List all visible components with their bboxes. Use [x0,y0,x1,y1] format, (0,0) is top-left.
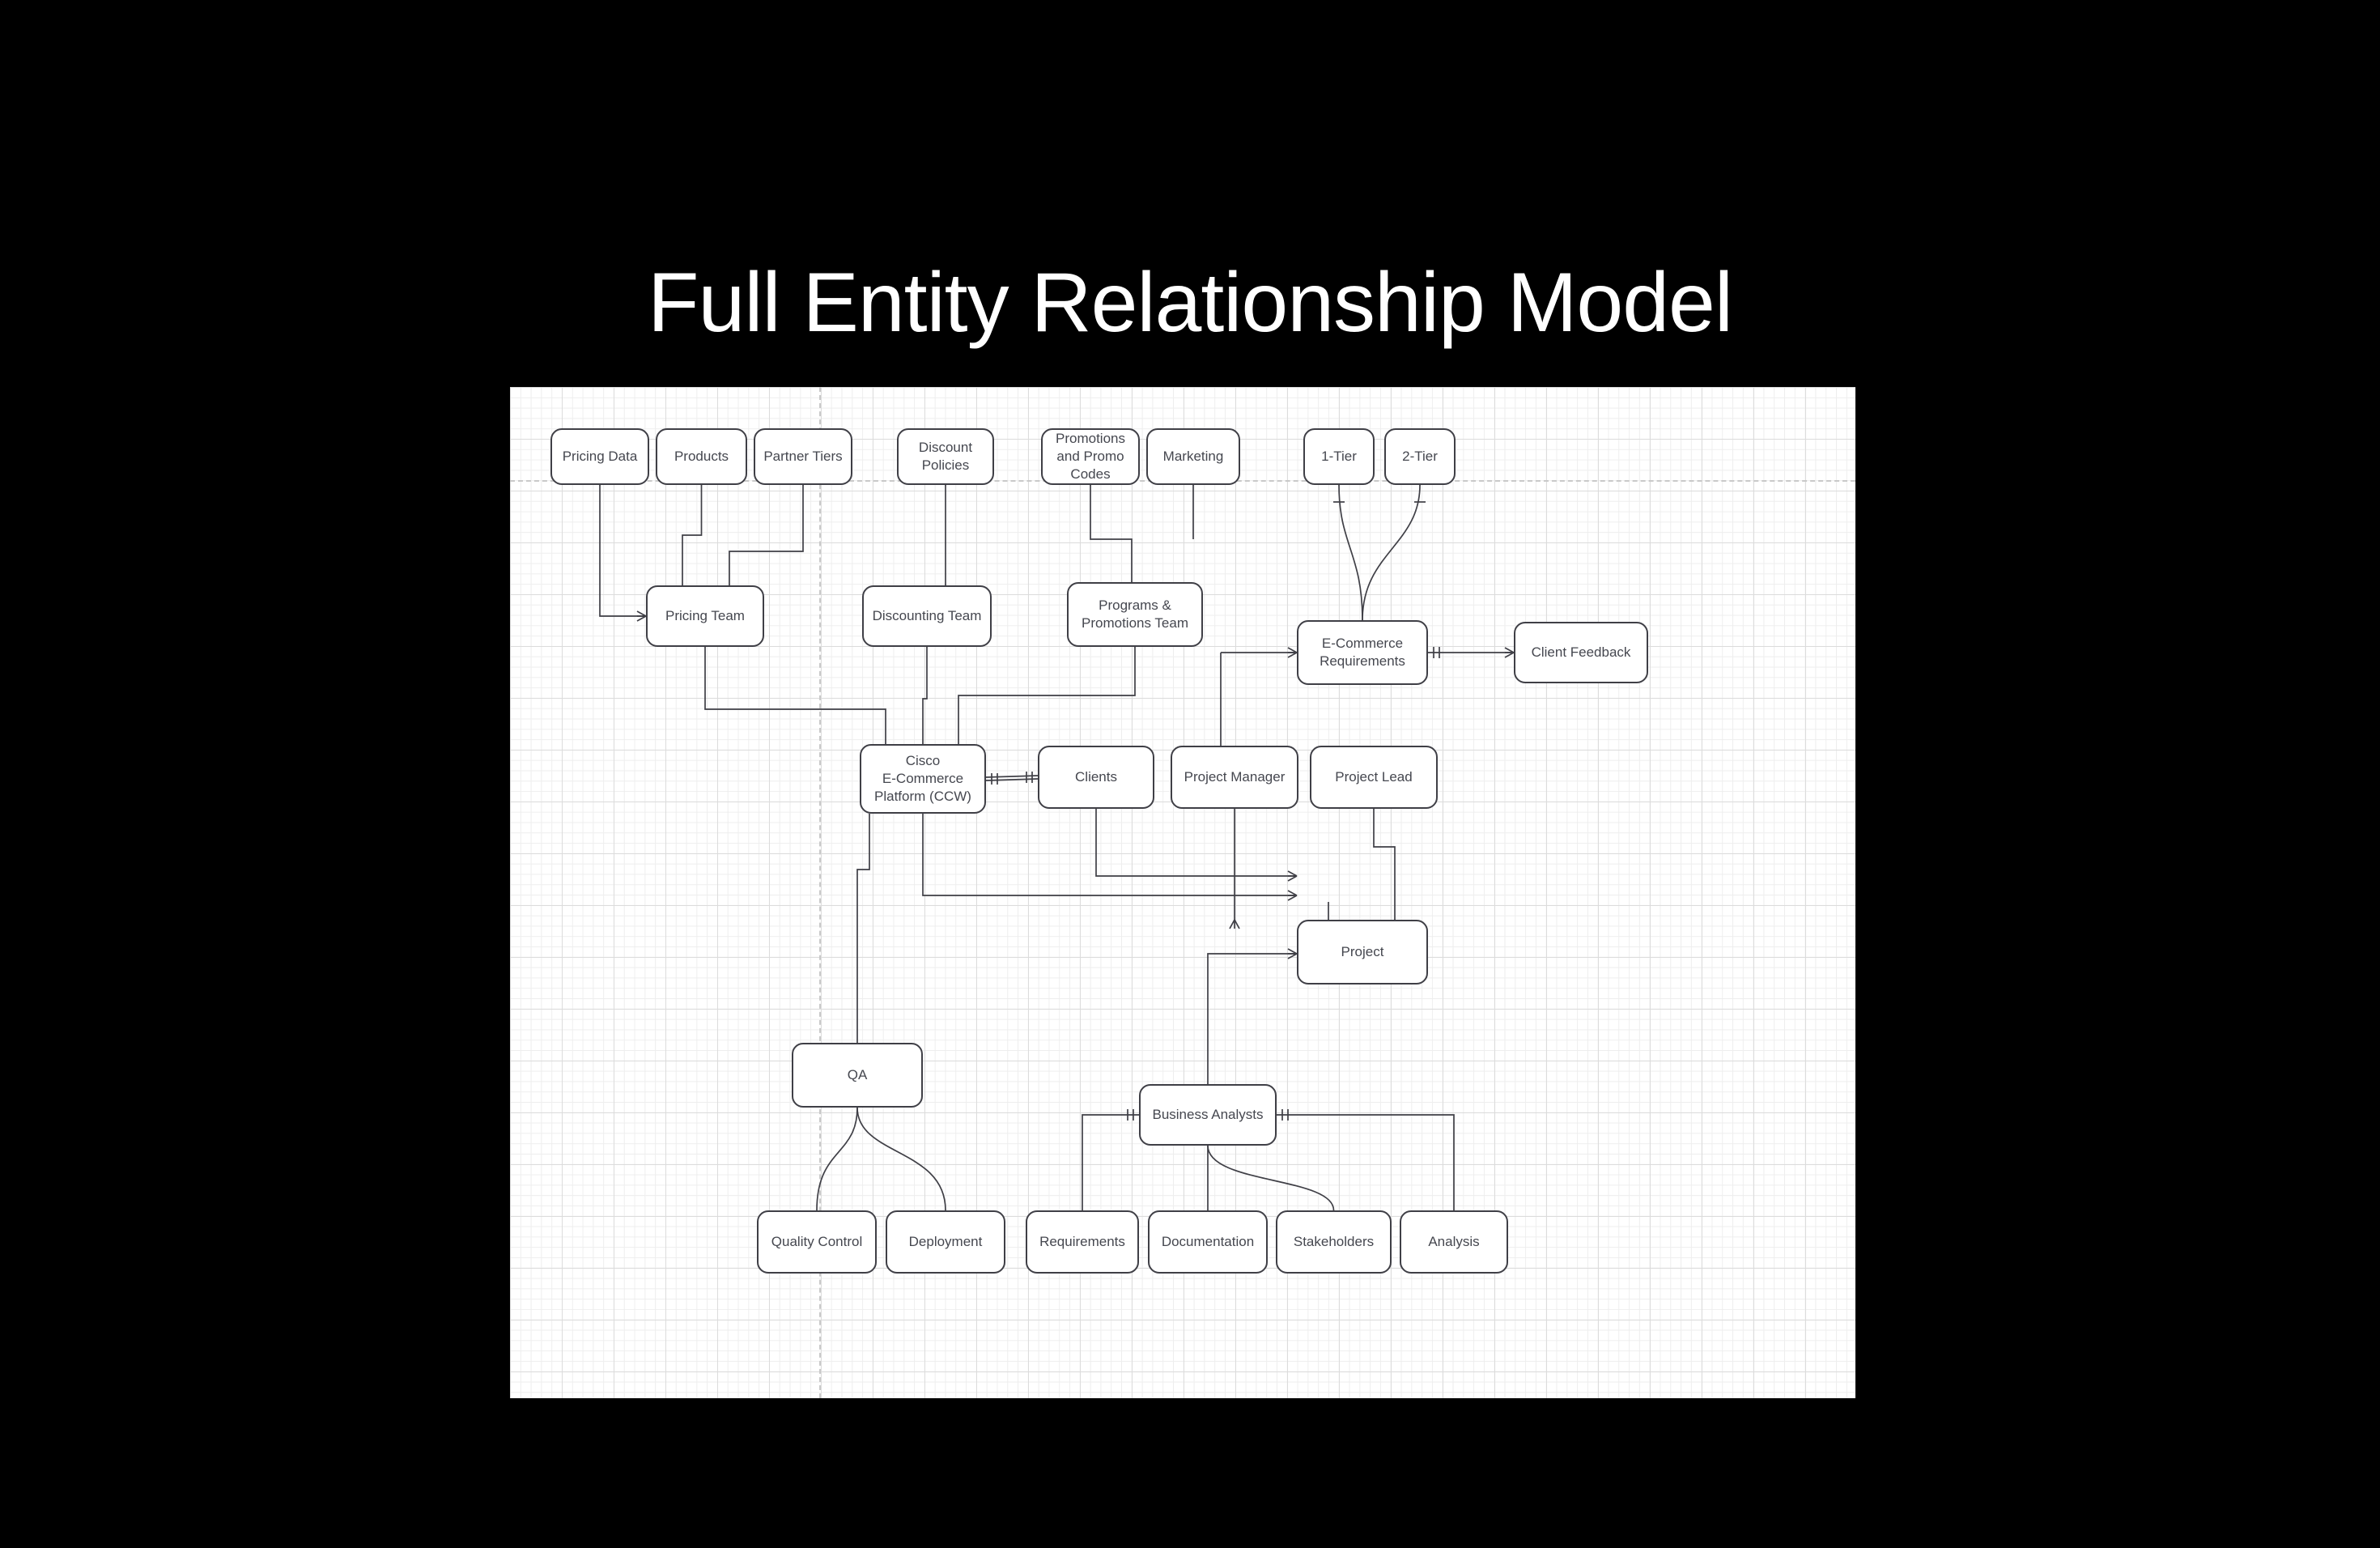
entity-marketing[interactable]: Marketing [1146,428,1240,485]
edge-tier1-ecommercereq [1339,485,1362,620]
entity-promotions-codes[interactable]: Promotions and Promo Codes [1041,428,1140,485]
edge-qa-qualitycontrol [817,1108,857,1210]
crowfoot-project-top-b [1230,920,1239,929]
entity-documentation[interactable]: Documentation [1148,1210,1268,1274]
entity-pricing-team[interactable]: Pricing Team [646,585,764,647]
entity-label: 2-Tier [1402,448,1438,466]
entity-products[interactable]: Products [656,428,747,485]
entity-partner-tiers[interactable]: Partner Tiers [754,428,852,485]
entity-label: 1-Tier [1321,448,1357,466]
entity-label: Promotions and Promo Codes [1056,430,1125,483]
entity-label: Business Analysts [1152,1106,1263,1124]
edge-ba-requirements [1082,1115,1139,1210]
entity-label: Pricing Data [563,448,638,466]
entity-tier-2[interactable]: 2-Tier [1384,428,1456,485]
entity-programs-promotions[interactable]: Programs & Promotions Team [1067,582,1203,647]
entity-qa[interactable]: QA [792,1043,923,1108]
entity-requirements[interactable]: Requirements [1026,1210,1139,1274]
entity-label: Stakeholders [1294,1233,1374,1251]
crowfoot-clientfeedback [1505,648,1514,657]
edge-promos-pptteam [1090,485,1132,582]
entity-label: QA [848,1066,868,1084]
entity-ecommerce-req[interactable]: E-Commerce Requirements [1297,620,1428,685]
entity-label: Partner Tiers [763,448,842,466]
edge-products-pricingteam [682,485,702,585]
entity-client-feedback[interactable]: Client Feedback [1514,622,1648,683]
entity-deployment[interactable]: Deployment [886,1210,1005,1274]
entity-label: Project Lead [1335,768,1412,786]
entity-business-analysts[interactable]: Business Analysts [1139,1084,1277,1146]
entity-label: Discounting Team [873,607,982,625]
entity-project-manager[interactable]: Project Manager [1171,746,1298,809]
entity-label: Cisco E-Commerce Platform (CCW) [874,752,971,805]
entity-project[interactable]: Project [1297,920,1428,985]
entity-label: Quality Control [771,1233,862,1251]
entity-analysis[interactable]: Analysis [1400,1210,1508,1274]
entity-quality-control[interactable]: Quality Control [757,1210,877,1274]
entity-tier-1[interactable]: 1-Tier [1303,428,1375,485]
edge-partnertiers-pricingteam [729,485,803,585]
entity-label: Marketing [1163,448,1224,466]
edge-qa-deployment [857,1108,946,1210]
entity-clients[interactable]: Clients [1038,746,1154,809]
entity-project-lead[interactable]: Project Lead [1310,746,1438,809]
entity-ccw-platform[interactable]: Cisco E-Commerce Platform (CCW) [860,744,986,814]
edge-ccw-clients-b [986,779,1038,780]
crowfoot-project-left-c [1288,949,1297,959]
crowfoot-project-left-a [1288,891,1297,900]
edge-projectlead-project [1374,809,1395,920]
edge-discountingteam-ccw [923,647,927,744]
edge-pricingteam-ccw [705,647,886,744]
entity-label: Deployment [909,1233,983,1251]
entity-label: Products [674,448,729,466]
crowfoot-pricingteam-left [637,611,646,621]
entity-discount-policies[interactable]: Discount Policies [897,428,994,485]
edge-ccw-project [923,814,1297,895]
entity-label: E-Commerce Requirements [1320,635,1405,670]
edge-pricingdata-pricingteam [600,485,646,616]
edge-tier2-ecommercereq [1362,485,1420,620]
entity-pricing-data[interactable]: Pricing Data [550,428,649,485]
entity-label: Project Manager [1184,768,1286,786]
crowfoot-ecommercereq-left [1288,648,1297,657]
edge-ccw-clients-a [986,776,1038,777]
entity-label: Analysis [1428,1233,1479,1251]
entity-label: Pricing Team [665,607,745,625]
entity-label: Project [1341,943,1384,961]
edge-ba-stakeholders [1208,1146,1334,1210]
diagram-canvas[interactable]: Pricing DataProductsPartner TiersDiscoun… [510,387,1855,1398]
entity-label: Clients [1075,768,1117,786]
entity-label: Requirements [1039,1233,1125,1251]
entity-label: Discount Policies [919,439,972,474]
entity-stakeholders[interactable]: Stakeholders [1276,1210,1392,1274]
edge-clients-project [1096,809,1297,876]
edge-ba-analysis [1277,1115,1454,1210]
entity-discounting-team[interactable]: Discounting Team [862,585,992,647]
edge-ccw-qa [857,814,869,1043]
edge-pptteam-ccw [958,647,1135,744]
edge-project-businessanalysts [1208,954,1297,1084]
entity-label: Client Feedback [1532,644,1631,661]
entity-label: Documentation [1162,1233,1254,1251]
crowfoot-project-left-b [1288,871,1297,881]
page-title: Full Entity Relationship Model [0,257,2380,348]
entity-label: Programs & Promotions Team [1082,597,1188,632]
